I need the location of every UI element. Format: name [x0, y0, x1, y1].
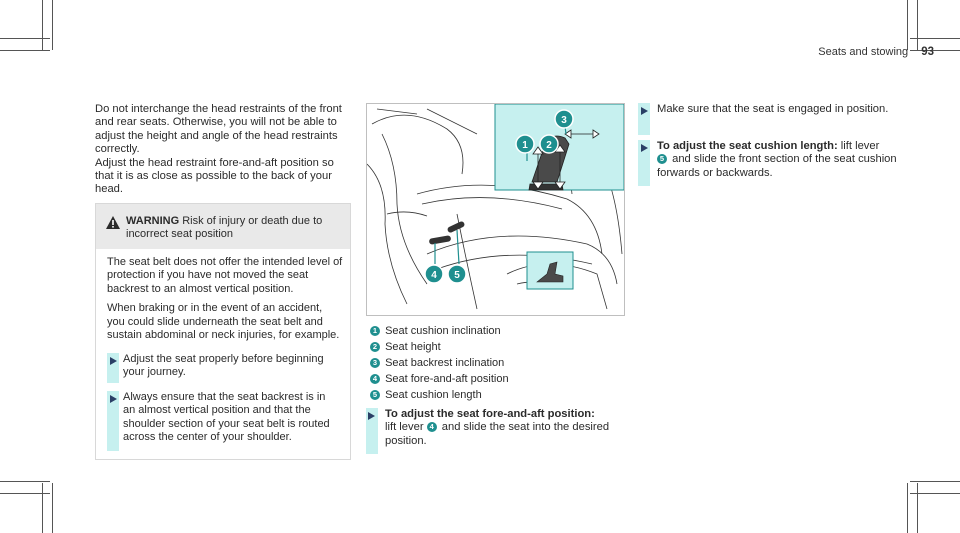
legend-item: 3 Seat backrest inclination: [370, 357, 504, 370]
step-arrow-icon: [641, 144, 648, 152]
crop-mark: [42, 483, 43, 533]
step-bar: [107, 391, 119, 451]
step-arrow-icon: [110, 395, 117, 403]
crop-mark: [917, 483, 918, 533]
warning-label: WARNING: [126, 215, 180, 227]
seat-drawing: 1 2 3 4 5: [367, 104, 624, 310]
crop-mark: [910, 493, 960, 494]
crop-mark: [910, 38, 960, 39]
callout-3: 3: [561, 115, 567, 126]
crop-mark: [52, 483, 53, 533]
paragraph: Adjust the head restraint fore-and-aft p…: [95, 156, 334, 196]
paragraph: Do not interchange the head restraints o…: [95, 103, 342, 156]
crop-mark: [0, 481, 50, 482]
step-arrow-icon: [641, 107, 648, 115]
callout-1: 1: [522, 140, 528, 151]
warning-title: WARNING Risk of injury or death due to i…: [126, 215, 341, 242]
step-arrow-icon: [368, 412, 375, 420]
crop-mark: [907, 0, 908, 50]
legend-number: 4: [370, 374, 380, 385]
lever-number: 4: [426, 422, 437, 433]
legend-number: 3: [370, 358, 380, 369]
warning-step: Always ensure that the seat backrest is …: [123, 391, 330, 444]
legend-label: Seat fore-and-aft position: [385, 373, 509, 385]
legend-number: 2: [370, 342, 380, 353]
legend-number: 1: [370, 326, 380, 337]
warning-header: WARNING Risk of injury or death due to i…: [96, 204, 350, 249]
seat-controls-illustration: 1 2 3 4 5: [366, 103, 625, 316]
warning-body: The seat belt does not offer the intende…: [107, 256, 343, 348]
crop-mark: [910, 481, 960, 482]
warning-box: WARNING Risk of injury or death due to i…: [95, 203, 351, 460]
legend-label: Seat height: [385, 341, 441, 353]
instruction-text: lift lever: [385, 421, 424, 434]
warning-triangle-icon: [106, 216, 120, 229]
section-title: Seats and stowing: [818, 46, 909, 58]
legend-item: 5 Seat cushion length: [370, 389, 482, 402]
legend-label: Seat cushion inclination: [385, 325, 501, 337]
instruction-text: and slide the seat into the desired posi…: [385, 421, 610, 447]
instruction-engaged: Make sure that the seat is engaged in po…: [657, 103, 889, 115]
instruction-title: To adjust the seat fore-and-aft position…: [385, 408, 595, 420]
intro-text: Do not interchange the head restraints o…: [95, 103, 353, 197]
crop-mark: [910, 50, 960, 51]
instruction-title: To adjust the seat cushion length:: [657, 140, 838, 152]
paragraph: When braking or in the event of an accid…: [107, 302, 340, 342]
page-number: 93: [921, 46, 934, 58]
warning-text: Risk of injury or death due to incorrect…: [126, 215, 323, 241]
callout-5: 5: [454, 270, 460, 281]
crop-mark: [907, 483, 908, 533]
legend-item: 2 Seat height: [370, 341, 441, 354]
instruction-cushion-length: To adjust the seat cushion length: lift …: [657, 140, 907, 180]
paragraph: The seat belt does not offer the intende…: [107, 256, 343, 295]
callout-2: 2: [546, 140, 552, 151]
crop-mark: [917, 0, 918, 50]
legend-label: Seat backrest inclination: [385, 357, 505, 369]
crop-mark: [0, 493, 50, 494]
running-header: Seats and stowing 93: [818, 46, 934, 58]
legend-item: 1 Seat cushion inclination: [370, 325, 501, 338]
warning-step: Adjust the seat properly before beginnin…: [123, 353, 324, 379]
legend-number: 5: [370, 390, 380, 401]
instruction-text: and slide the front section of the seat …: [657, 153, 897, 179]
step-arrow-icon: [110, 357, 117, 365]
legend-label: Seat cushion length: [385, 389, 482, 401]
crop-mark: [0, 50, 50, 51]
callout-4: 4: [431, 270, 437, 281]
legend-item: 4 Seat fore-and-aft position: [370, 373, 509, 386]
crop-mark: [42, 0, 43, 50]
instruction-fore-aft: To adjust the seat fore-and-aft position…: [385, 408, 635, 448]
crop-mark: [0, 38, 50, 39]
instruction-text: lift lever: [840, 140, 880, 152]
lever-number: 5: [657, 154, 667, 165]
crop-mark: [52, 0, 53, 50]
